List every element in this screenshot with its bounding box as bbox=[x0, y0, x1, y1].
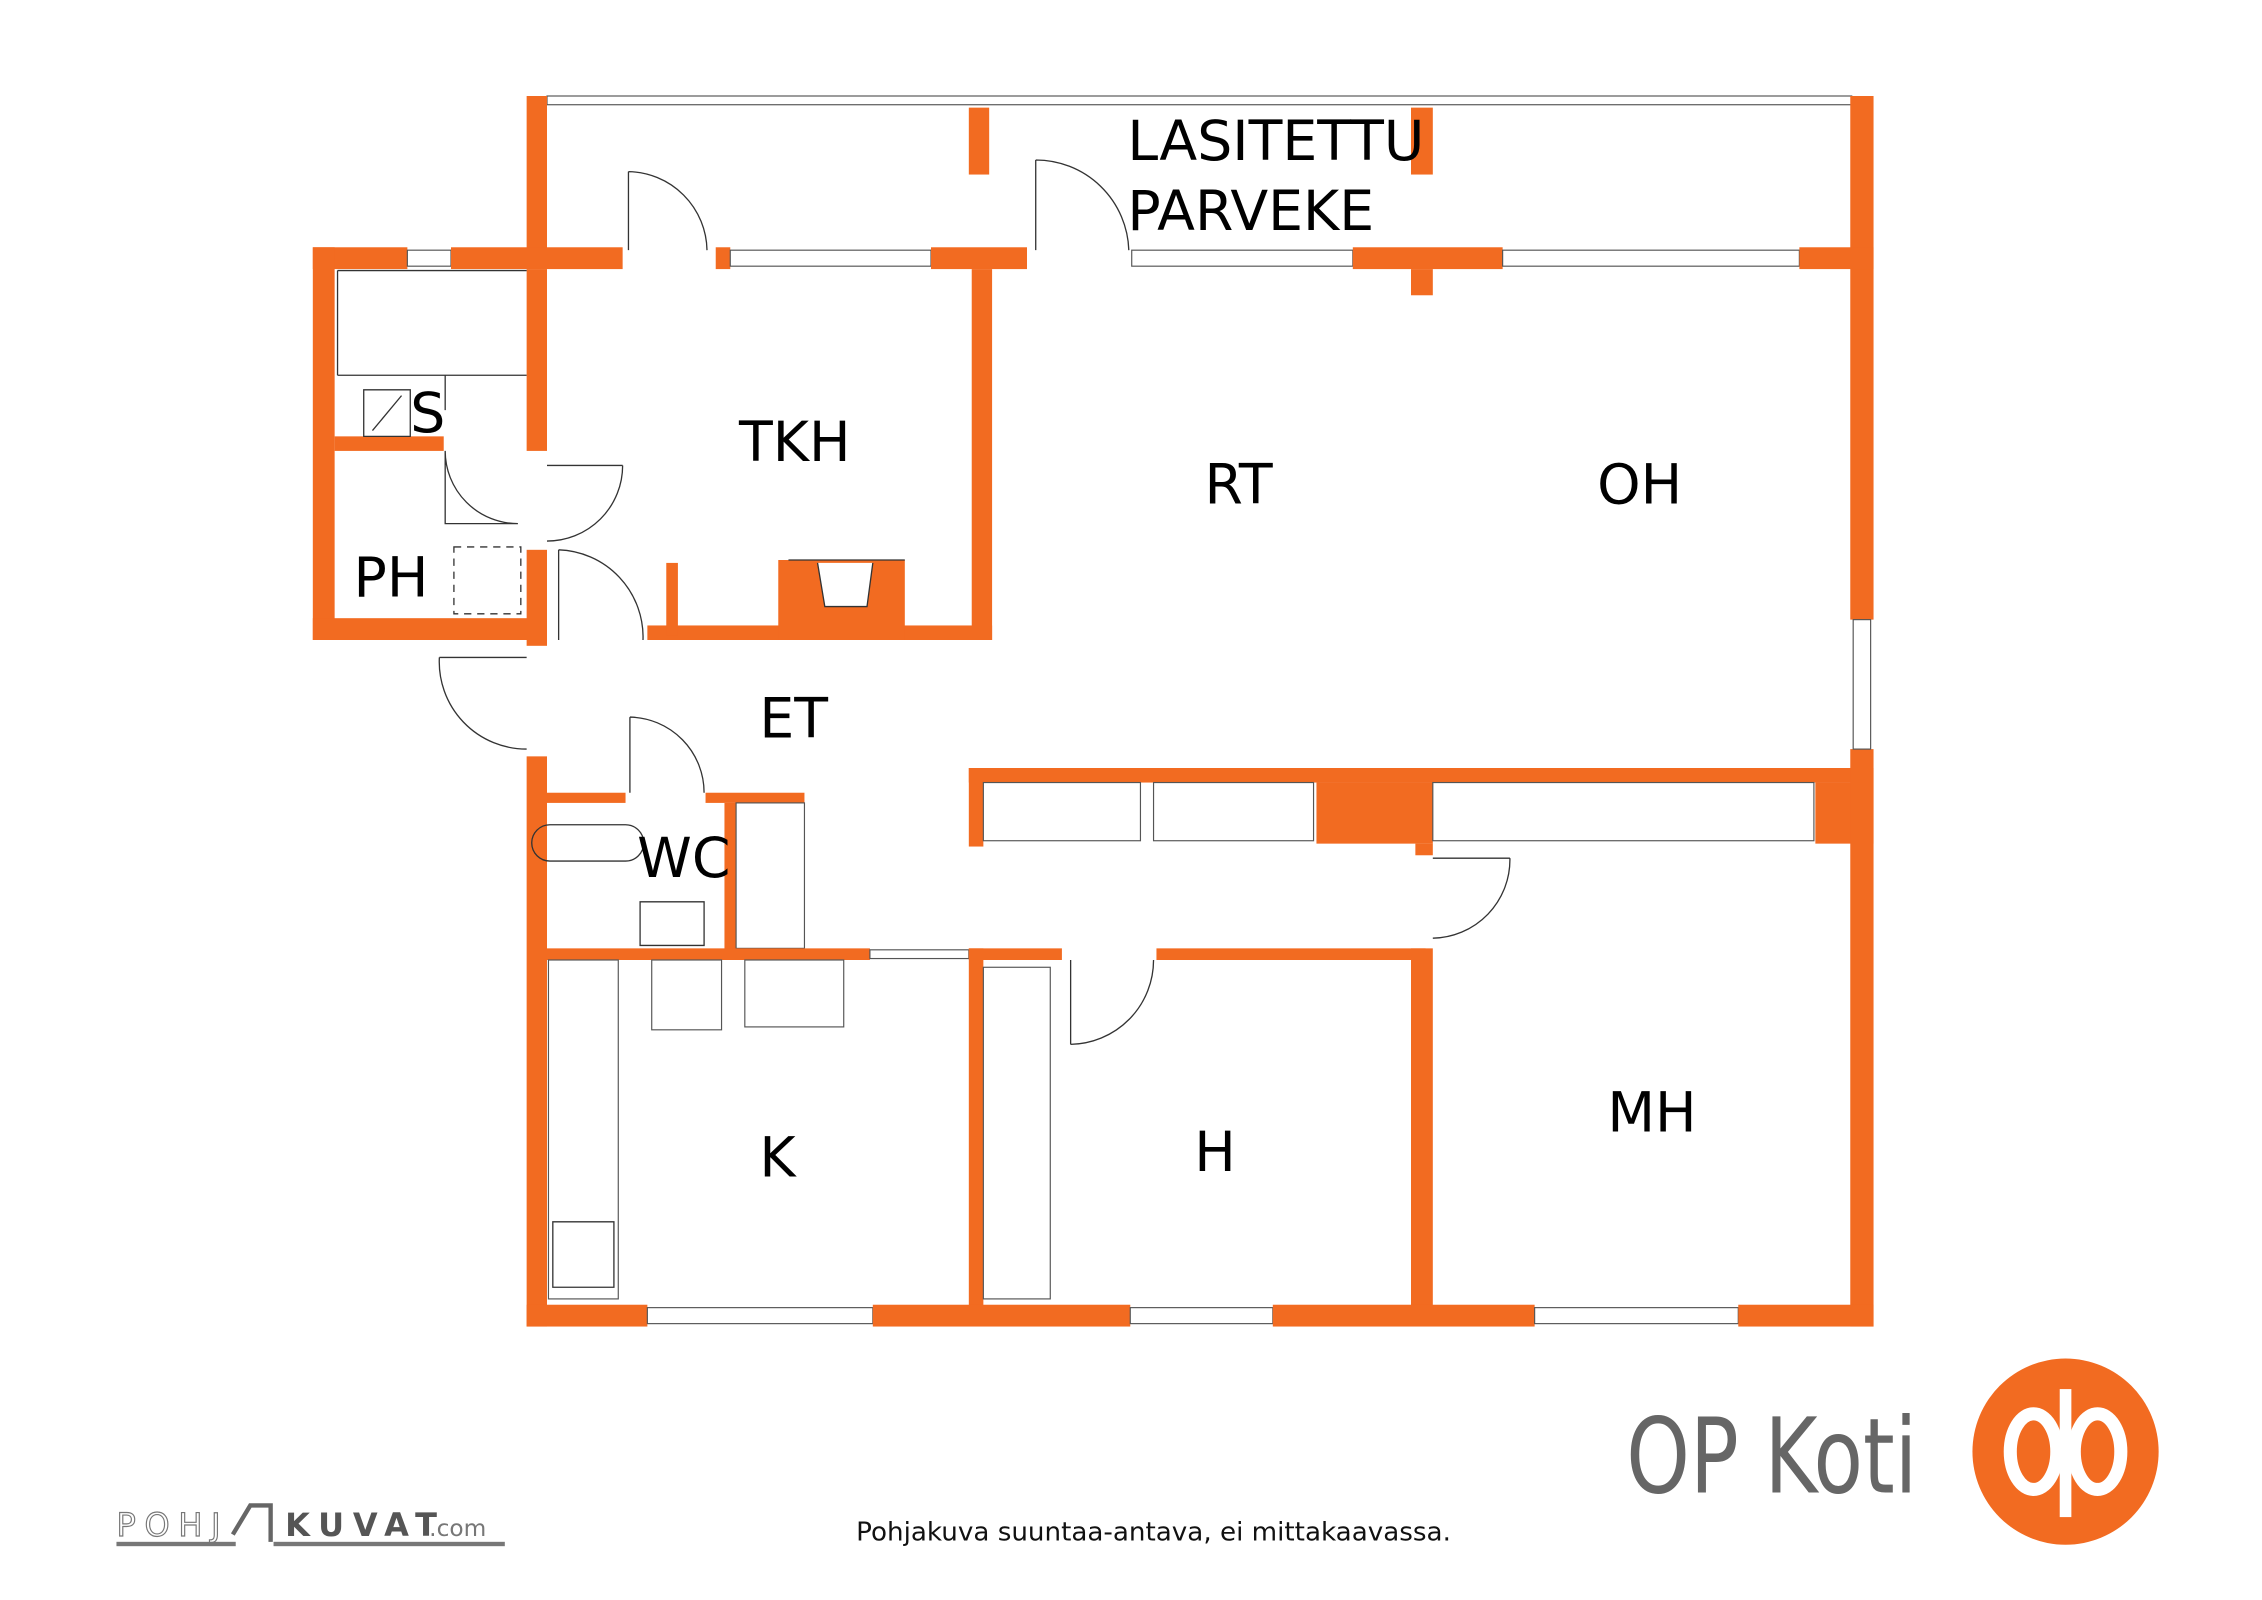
svg-text:.com: .com bbox=[429, 1515, 486, 1542]
room-label-mh: MH bbox=[1607, 1082, 1696, 1146]
window bbox=[646, 1307, 874, 1325]
window bbox=[406, 249, 452, 267]
pohjakuvat-logo: POHJ KUVAT .com bbox=[116, 1503, 505, 1547]
room-label-oh: OH bbox=[1597, 453, 1682, 517]
window bbox=[1131, 249, 1354, 267]
svg-text:KUVAT: KUVAT bbox=[285, 1506, 446, 1544]
room-label-et: ET bbox=[759, 687, 828, 751]
brand-name: OP Koti bbox=[1626, 1395, 1917, 1517]
room-label-wc: WC bbox=[637, 827, 730, 891]
window bbox=[869, 949, 970, 960]
walls bbox=[312, 95, 1874, 1327]
balcony-glazing bbox=[546, 95, 1853, 106]
room-label-balcony-2: PARVEKE bbox=[1127, 180, 1374, 244]
room-label-balcony: LASITETTU bbox=[1127, 110, 1424, 174]
room-label-k: K bbox=[759, 1127, 797, 1191]
room-label-rt: RT bbox=[1204, 453, 1272, 517]
op-logo bbox=[1972, 1358, 2159, 1545]
window bbox=[729, 249, 932, 267]
window bbox=[1534, 1307, 1739, 1325]
disclaimer: Pohjakuva suuntaa-antava, ei mittakaavas… bbox=[856, 1517, 1451, 1547]
room-label-tkh: TKH bbox=[738, 411, 851, 475]
window bbox=[1129, 1307, 1274, 1325]
window bbox=[1502, 249, 1800, 267]
svg-text:POHJ: POHJ bbox=[116, 1506, 229, 1544]
room-label-s: S bbox=[410, 382, 445, 446]
window bbox=[1852, 619, 1872, 750]
room-label-ph: PH bbox=[354, 546, 429, 610]
doors bbox=[336, 159, 1511, 1288]
room-label-h: H bbox=[1194, 1121, 1236, 1185]
